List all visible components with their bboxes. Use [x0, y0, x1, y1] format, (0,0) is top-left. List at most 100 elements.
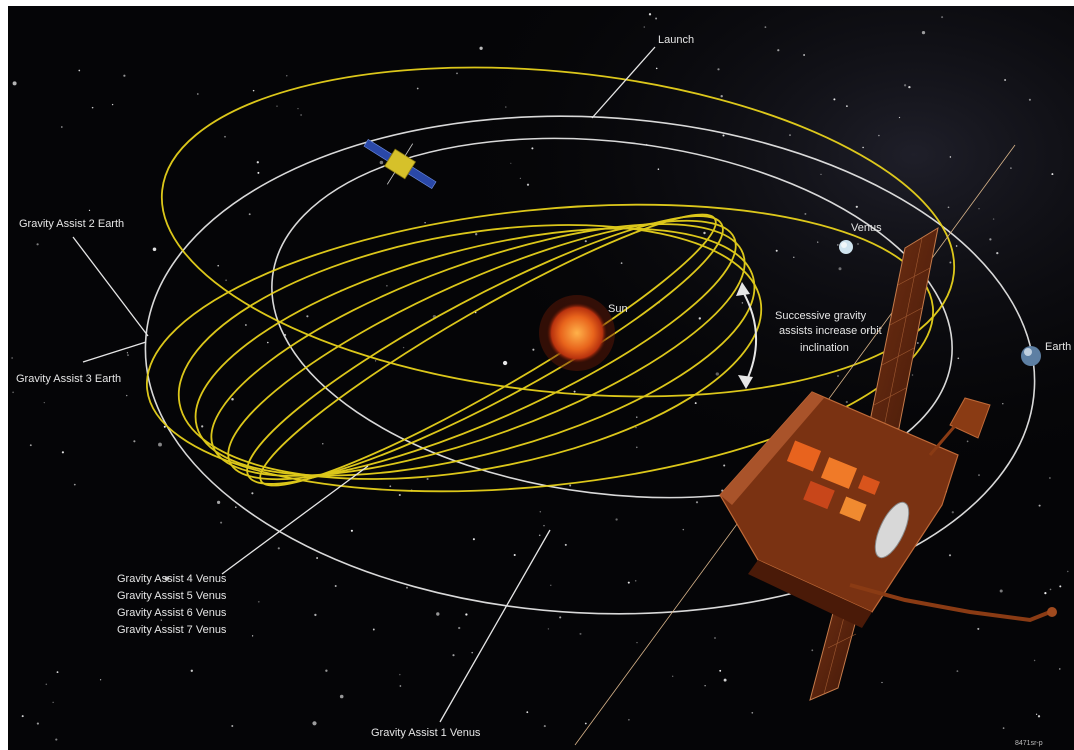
science-orbit-1 [177, 224, 763, 480]
star [56, 671, 59, 674]
star [620, 262, 623, 264]
star [634, 580, 637, 582]
star [123, 74, 126, 77]
instrument-boom [849, 583, 1051, 623]
ga3-label: Gravity Assist 3 Earth [16, 373, 121, 385]
star [723, 464, 726, 467]
star [350, 529, 353, 532]
star [636, 446, 638, 449]
star [543, 725, 546, 728]
star [314, 613, 317, 617]
star [398, 493, 401, 497]
star [1035, 713, 1038, 715]
star [966, 440, 969, 443]
star [55, 738, 58, 741]
star [615, 518, 618, 521]
star [789, 134, 791, 136]
inclination-text-3: inclination [800, 342, 849, 354]
star [126, 352, 129, 354]
star [526, 711, 529, 714]
launch-label: Launch [658, 34, 694, 46]
ga4-label: Gravity Assist 4 Venus [117, 573, 227, 585]
star [655, 17, 658, 20]
star [11, 357, 13, 359]
body-front [748, 560, 872, 628]
star [947, 206, 950, 209]
star [643, 26, 646, 28]
star [569, 484, 572, 487]
star [231, 725, 234, 727]
star [399, 685, 402, 687]
star [817, 241, 819, 243]
star [475, 233, 478, 236]
ga2-leader [72, 236, 149, 337]
star [456, 72, 458, 75]
star [245, 324, 247, 326]
star [941, 16, 944, 19]
star [977, 627, 980, 630]
star [715, 372, 719, 376]
star [152, 247, 157, 252]
trajectory-orbits [145, 66, 956, 493]
small-spacecraft-icon [363, 138, 437, 190]
star [452, 654, 455, 657]
star [276, 105, 278, 107]
star [252, 89, 255, 92]
star [539, 511, 542, 513]
star [550, 584, 552, 586]
star [78, 69, 81, 72]
star [257, 171, 260, 174]
star [793, 256, 795, 259]
star [372, 628, 375, 631]
star [1010, 167, 1012, 169]
star [695, 501, 699, 504]
star [45, 683, 48, 686]
star [723, 678, 727, 682]
star [628, 718, 630, 721]
star [878, 134, 880, 137]
star [682, 528, 685, 531]
star [513, 553, 516, 557]
star [698, 317, 701, 320]
star [389, 485, 392, 488]
star [1049, 588, 1052, 591]
reference-code: 8471sr-p [1015, 740, 1043, 747]
transfer-orbit-2 [145, 203, 935, 493]
star [1033, 659, 1036, 662]
star [306, 315, 309, 318]
transfer-orbit [160, 66, 956, 398]
star [957, 357, 960, 360]
star [1067, 570, 1069, 573]
star [838, 267, 842, 271]
star [36, 243, 39, 246]
star [720, 95, 723, 98]
star [29, 444, 32, 447]
star [1044, 592, 1047, 595]
science-orbit-5 [246, 215, 724, 485]
ga7-label: Gravity Assist 7 Venus [117, 624, 227, 636]
star [955, 245, 958, 247]
star [992, 218, 995, 220]
star [1059, 585, 1062, 588]
star [61, 451, 64, 454]
ga6-label: Gravity Assist 6 Venus [117, 607, 227, 619]
star [845, 400, 848, 404]
star [286, 75, 288, 77]
star [1002, 403, 1004, 405]
science-orbit-2 [194, 227, 756, 477]
star [1004, 79, 1007, 81]
star [911, 374, 914, 376]
star [502, 360, 508, 366]
star [479, 46, 483, 50]
star [636, 416, 638, 418]
ga2-label: Gravity Assist 2 Earth [19, 218, 124, 230]
star [316, 557, 319, 559]
star [374, 360, 377, 362]
star [216, 500, 221, 505]
star [163, 425, 166, 428]
star [220, 521, 223, 524]
ga5-label: Gravity Assist 5 Venus [117, 590, 227, 602]
star [21, 715, 24, 718]
star [406, 586, 408, 589]
high-gain-antenna [949, 397, 991, 439]
